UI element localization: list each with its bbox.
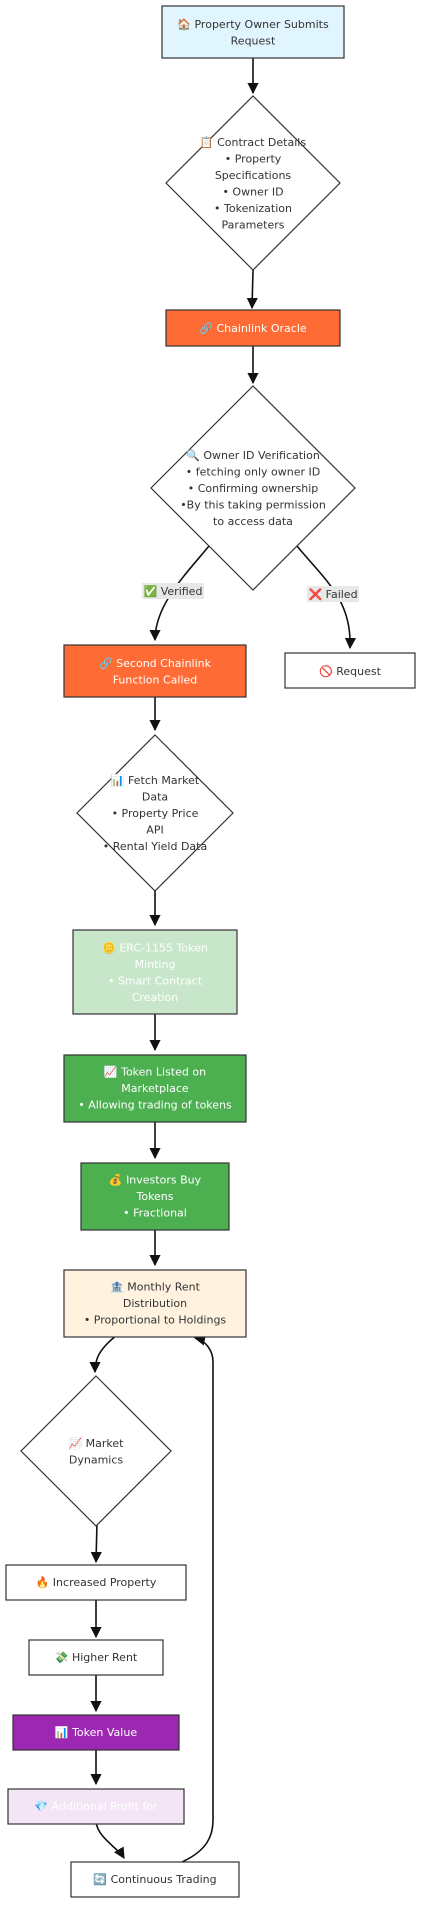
node-label-line: 🏦 Monthly Rent	[110, 1281, 201, 1294]
node-label-line: • Property	[225, 152, 282, 165]
node-higher-rent: 💸 Higher Rent	[28, 1639, 164, 1676]
node-token-value: 📊 Token Value	[12, 1714, 180, 1751]
node-label-line: 📋 Contract Details	[200, 136, 306, 149]
node-chainlink-oracle-text: 🔗 Chainlink Oracle	[199, 321, 307, 335]
node-label-line: • Owner ID	[222, 185, 283, 198]
node-label-line: • Confirming ownership	[188, 482, 319, 495]
edge-label-failed: ❌ Failed	[307, 586, 359, 602]
node-label-line: 🔗 Second Chainlink	[99, 656, 212, 670]
node-token-listed-text: 📈 Token Listed on Marketplace • Allowing t…	[78, 1066, 232, 1112]
node-label-line: API	[146, 824, 163, 837]
node-label-line: Function Called	[113, 673, 198, 686]
node-label-line: 💰 Investors Buy	[109, 1174, 202, 1187]
node-label-line: 📊 Fetch Market	[111, 774, 200, 787]
node-additional-profit: 💎 Additional Profit for	[7, 1788, 185, 1825]
node-chainlink-oracle: 🔗 Chainlink Oracle	[165, 309, 341, 347]
node-additional-profit-text: 💎 Additional Profit for	[34, 1800, 158, 1813]
node-label-line: 📈 Token Listed on	[104, 1066, 206, 1079]
node-label-line: Creation	[132, 991, 179, 1004]
node-increased-property: 🔥 Increased Property	[5, 1564, 187, 1601]
node-label-line: Dynamics	[69, 1453, 124, 1466]
node-request-text: 🚫 Request	[319, 665, 382, 678]
node-higher-rent-text: 💸 Higher Rent	[55, 1651, 138, 1664]
node-label-line: •By this taking permission	[180, 499, 326, 512]
node-label-line: Parameters	[222, 218, 285, 231]
node-label-line: 🔍 Owner ID Verification	[186, 448, 320, 462]
node-label-line: • Smart Contract	[108, 974, 203, 987]
node-label-line: 💸 Higher Rent	[55, 1651, 138, 1664]
node-label-line: Distribution	[123, 1297, 187, 1310]
edge-trading-rent	[181, 1334, 214, 1863]
edge-label-verified: ✅ Verified	[142, 583, 204, 599]
node-label-line: 🔥 Increased Property	[36, 1576, 157, 1589]
node-label-line: • Rental Yield Data	[103, 840, 207, 853]
node-token-listed: 📈 Token Listed on Marketplace • Allowing t…	[63, 1054, 247, 1123]
node-label-line: Tokens	[135, 1190, 173, 1203]
edge-dynamics-increased	[90, 1521, 102, 1564]
node-continuous-trading: 🔄 Continuous Trading	[70, 1861, 240, 1898]
node-owner-verification-text: 🔍 Owner ID Verification • fetching only o…	[180, 448, 326, 528]
node-label-line: Minting	[135, 958, 176, 971]
node-label-line: 🪙 ERC-1155 Token	[102, 941, 208, 954]
node-label-line: 🔗 Chainlink Oracle	[199, 321, 307, 335]
node-label-line: 📊 Token Value	[55, 1726, 137, 1739]
node-label-line: • fetching only owner ID	[186, 466, 320, 479]
node-label-line: • Allowing trading of tokens	[78, 1099, 232, 1112]
node-request: 🚫 Request	[284, 652, 416, 689]
node-label-line: to access data	[213, 515, 293, 528]
node-label-line: 🔄 Continuous Trading	[93, 1873, 216, 1886]
node-increased-property-text: 🔥 Increased Property	[36, 1576, 157, 1589]
node-label-line: Marketplace	[121, 1082, 189, 1095]
node-label-line: Specifications	[215, 169, 292, 182]
node-owner-verification: 🔍 Owner ID Verification • fetching only o…	[150, 385, 356, 591]
node-label-line: 💎 Additional Profit for	[34, 1800, 158, 1813]
edge-rent-dynamics	[89, 1334, 118, 1374]
edge-label-verified-text: ✅ Verified	[144, 585, 203, 598]
node-continuous-trading-text: 🔄 Continuous Trading	[93, 1873, 216, 1886]
node-token-value-text: 📊 Token Value	[55, 1726, 137, 1739]
node-label-line: • Property Price	[112, 807, 199, 820]
node-label-line: 🏠 Property Owner Submits	[177, 18, 329, 31]
node-label-line: 📈 Market	[68, 1437, 124, 1450]
node-label-line: • Fractional	[123, 1207, 187, 1220]
node-label-line: Data	[142, 791, 168, 804]
edge-label-failed-text: ❌ Failed	[308, 588, 357, 601]
node-label-line: • Proportional to Holdings	[84, 1314, 227, 1327]
edge-profit-trading	[95, 1821, 125, 1859]
edge-contract-oracle	[246, 269, 258, 310]
node-label-line: • Tokenization	[214, 202, 292, 215]
node-label-line: 🚫 Request	[319, 665, 382, 678]
node-label-line: Request	[231, 34, 276, 47]
